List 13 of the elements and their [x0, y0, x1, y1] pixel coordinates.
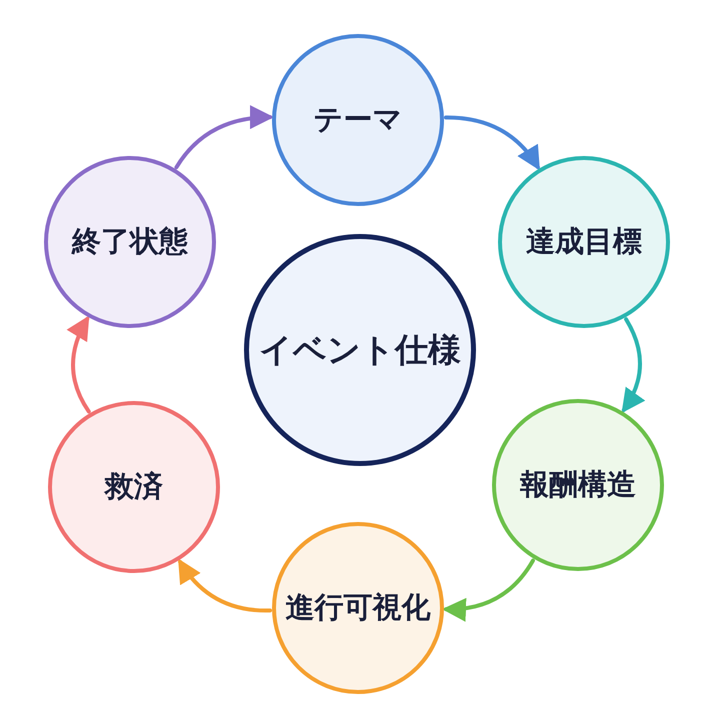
- node-label: 報酬構造: [520, 466, 636, 503]
- arrow: [178, 558, 272, 612]
- node-label: 達成目標: [526, 223, 642, 260]
- arrow: [622, 317, 645, 414]
- node-label: イベント仕様: [259, 328, 461, 370]
- node-label: テーマ: [314, 101, 402, 138]
- arrow: [174, 106, 274, 170]
- node-label: 進行可視化: [286, 589, 430, 626]
- node-label: 終了状態: [72, 223, 188, 260]
- node-label: 救済: [105, 468, 163, 505]
- arrow: [444, 115, 540, 170]
- arrow: [67, 315, 91, 414]
- arrow: [442, 558, 535, 622]
